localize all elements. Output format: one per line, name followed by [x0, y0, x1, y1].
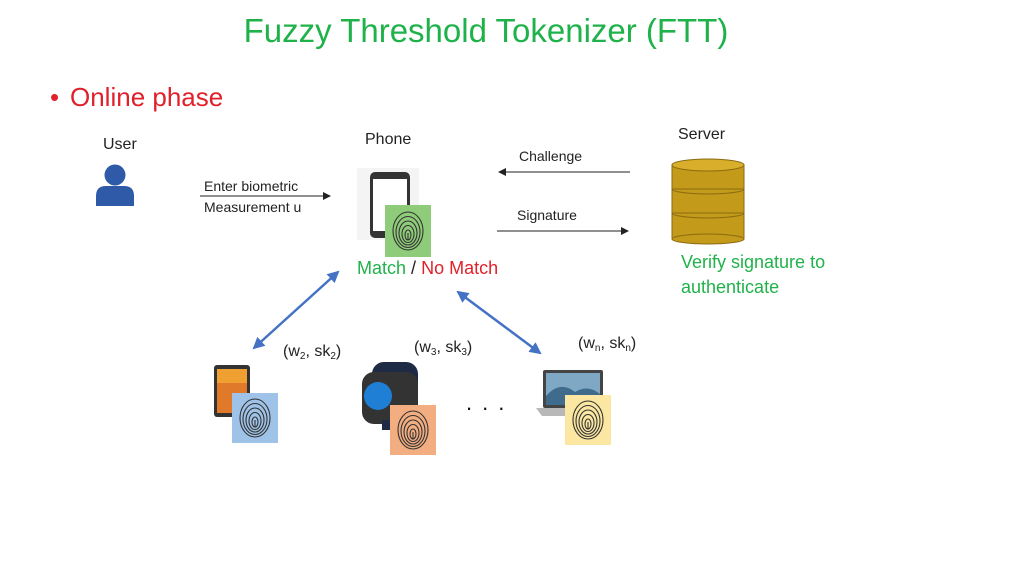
challenge-label: Challenge	[519, 148, 583, 164]
enter-biometric-label: Enter biometric Measurement u	[204, 176, 301, 218]
match-separator: /	[411, 258, 417, 278]
tablet-w-sub: 2	[299, 351, 306, 362]
phone-laptop-arrow	[456, 290, 542, 355]
enter-biometric-line1: Enter biometric	[204, 178, 299, 194]
tablet-sk-sub: 2	[330, 351, 336, 362]
ellipsis: ...	[466, 390, 515, 415]
verify-text: Verify signature to authenticate	[681, 250, 825, 300]
watch-w: w	[419, 339, 431, 356]
server-label: Server	[678, 126, 726, 143]
user-label: User	[103, 136, 137, 153]
fingerprint-icon	[385, 205, 431, 257]
verify-line2: authenticate	[681, 277, 780, 297]
match-result: Match / No Match	[357, 258, 498, 279]
signature-label: Signature	[517, 207, 577, 223]
laptop-share-label: (wn, skn)	[578, 335, 637, 354]
watch-w-sub: 3	[430, 347, 437, 358]
database-icon	[671, 158, 745, 245]
laptop-sk: sk	[609, 335, 626, 352]
laptop-w: w	[583, 335, 595, 352]
laptop-sk-sub: n	[625, 343, 631, 354]
laptop-w-sub: n	[594, 343, 601, 354]
bullet-dot: •	[50, 82, 60, 112]
slide-title: Fuzzy Threshold Tokenizer (FTT)	[243, 12, 729, 49]
bullet-text: Online phase	[70, 82, 224, 112]
fingerprint-icon	[390, 405, 436, 455]
tablet-w: w	[288, 343, 300, 360]
user-icon	[96, 164, 134, 206]
no-match-text: No Match	[421, 258, 499, 278]
bullet-online-phase: • Online phase	[50, 82, 223, 113]
enter-biometric-line2: Measurement u	[204, 199, 302, 215]
phone-label: Phone	[365, 131, 412, 148]
fingerprint-icon	[232, 393, 278, 443]
tablet-phone-arrow	[252, 270, 340, 350]
verify-line1: Verify signature to	[681, 252, 826, 272]
match-text: Match	[357, 258, 407, 278]
fingerprint-icon	[565, 395, 611, 445]
